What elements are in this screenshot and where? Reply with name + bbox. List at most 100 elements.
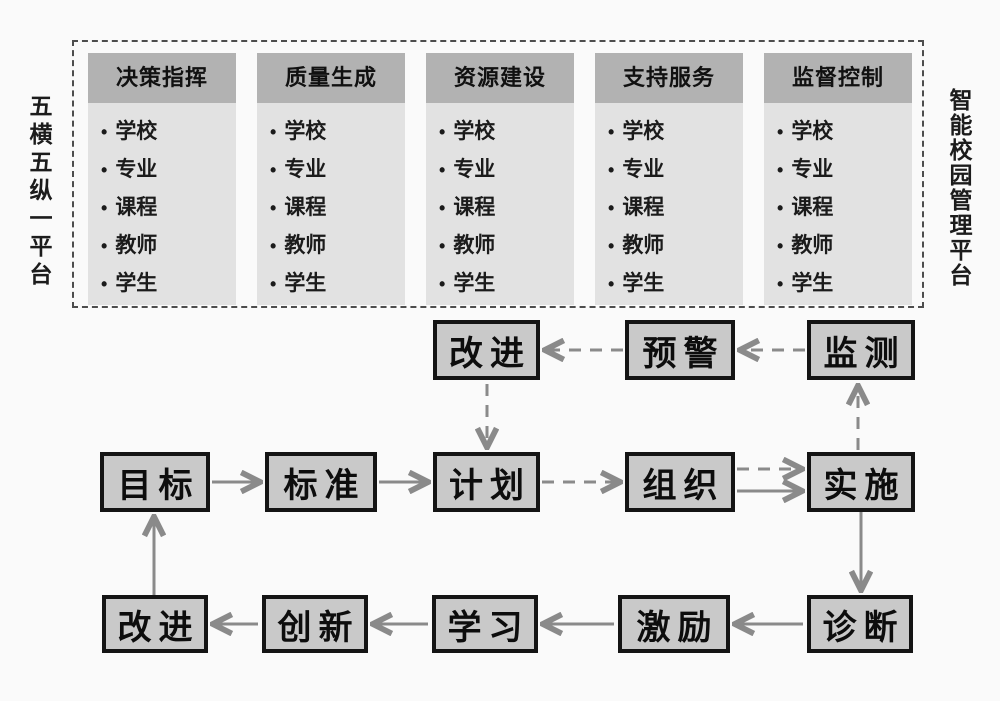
flow-box-organize: 组织 <box>625 452 735 512</box>
column-item-label: 学生 <box>284 272 327 295</box>
column-item: • 教师 <box>270 227 405 265</box>
column-item-label: 学生 <box>115 272 158 295</box>
column-item: • 学校 <box>777 113 912 151</box>
column-item-label: 专业 <box>453 158 496 181</box>
flow-box-implement: 实施 <box>807 452 915 512</box>
bullet-icon: • <box>101 236 108 256</box>
bullet-icon: • <box>439 236 446 256</box>
column-item-label: 教师 <box>622 234 665 257</box>
column-header: 支持服务 <box>595 53 743 103</box>
column-header: 监督控制 <box>764 53 912 103</box>
column-item: • 课程 <box>777 189 912 227</box>
flow-box-diagnose: 诊断 <box>807 595 913 653</box>
platform-column-quality: 质量生成 • 学校 • 专业 • 课程 • 教师 • 学生 <box>257 53 405 305</box>
column-item-label: 课程 <box>284 196 327 219</box>
right-platform-label: 智能校园管理平台 <box>946 88 972 288</box>
column-header: 决策指挥 <box>88 53 236 103</box>
bullet-icon: • <box>439 198 446 218</box>
column-item-list: • 学校 • 专业 • 课程 • 教师 • 学生 <box>426 103 574 305</box>
flow-box-motivate: 激励 <box>618 595 730 653</box>
column-item-list: • 学校 • 专业 • 课程 • 教师 •学生 <box>88 103 236 305</box>
flow-box-warning: 预警 <box>625 320 735 380</box>
column-item: • 教师 <box>608 227 743 265</box>
column-item-label: 专业 <box>115 158 158 181</box>
flow-box-standard: 标准 <box>265 452 377 512</box>
flow-box-monitor: 监测 <box>807 320 915 380</box>
left-platform-label: 五横五纵一平台 <box>26 94 52 290</box>
bullet-icon: • <box>608 236 615 256</box>
column-item: • 学生 <box>270 265 405 303</box>
bullet-icon: • <box>777 236 784 256</box>
column-item-label: 教师 <box>284 234 327 257</box>
bullet-icon: • <box>777 198 784 218</box>
column-item-list: •学校 •专业 •课程 •教师 •学生 <box>764 103 912 305</box>
column-item: • 学校 <box>439 113 574 151</box>
column-item: •教师 <box>777 227 912 265</box>
bullet-icon: • <box>270 198 277 218</box>
column-item: • 课程 <box>439 189 574 227</box>
column-item: •学生 <box>101 265 236 303</box>
column-item-label: 学校 <box>622 120 665 143</box>
bullet-icon: • <box>101 122 108 142</box>
column-item-label: 课程 <box>791 196 834 219</box>
column-item: • 学校 <box>270 113 405 151</box>
flow-box-goal: 目标 <box>100 452 210 512</box>
column-item: • 学生 <box>439 265 574 303</box>
column-item-label: 学生 <box>453 272 496 295</box>
column-item-label: 学生 <box>791 272 834 295</box>
column-item-label: 课程 <box>115 196 158 219</box>
flow-box-improve-top: 改进 <box>433 320 540 380</box>
column-item-label: 教师 <box>453 234 496 257</box>
column-item: • 专业 <box>608 151 743 189</box>
column-item-list: • 学校 • 专业 • 课程 • 教师 •学生 <box>595 103 743 305</box>
flow-box-improve-bottom: 改进 <box>102 595 208 653</box>
bullet-icon: • <box>270 274 277 294</box>
column-item: •专业 <box>777 151 912 189</box>
bullet-icon: • <box>777 274 784 294</box>
column-item: •学生 <box>608 265 743 303</box>
column-header: 质量生成 <box>257 53 405 103</box>
column-item-label: 教师 <box>115 234 158 257</box>
column-item: • 教师 <box>439 227 574 265</box>
column-item-label: 学校 <box>791 120 834 143</box>
column-item: • 专业 <box>101 151 236 189</box>
bullet-icon: • <box>777 122 784 142</box>
column-item: • 专业 <box>270 151 405 189</box>
bullet-icon: • <box>270 236 277 256</box>
column-header: 资源建设 <box>426 53 574 103</box>
column-item: • 学校 <box>608 113 743 151</box>
bullet-icon: • <box>439 122 446 142</box>
column-item-label: 学校 <box>115 120 158 143</box>
column-item: • 教师 <box>101 227 236 265</box>
bullet-icon: • <box>608 160 615 180</box>
bullet-icon: • <box>101 198 108 218</box>
flow-box-learn: 学习 <box>432 595 538 653</box>
flow-box-innovate: 创新 <box>262 595 368 653</box>
column-item-label: 学校 <box>453 120 496 143</box>
column-item: • 学生 <box>777 265 912 303</box>
column-item-label: 课程 <box>453 196 496 219</box>
platform-column-decision: 决策指挥 • 学校 • 专业 • 课程 • 教师 •学生 <box>88 53 236 305</box>
platform-column-supervision: 监督控制 •学校 •专业 •课程 •教师 •学生 <box>764 53 912 305</box>
column-item: • 专业 <box>439 151 574 189</box>
column-item-list: • 学校 • 专业 • 课程 • 教师 • 学生 <box>257 103 405 305</box>
column-item: • 课程 <box>270 189 405 227</box>
column-item-label: 学校 <box>284 120 327 143</box>
bullet-icon: • <box>608 122 615 142</box>
bullet-icon: • <box>439 274 446 294</box>
flow-box-plan: 计划 <box>433 452 540 512</box>
platform-column-support: 支持服务 • 学校 • 专业 • 课程 • 教师 •学生 <box>595 53 743 305</box>
column-item: • 课程 <box>101 189 236 227</box>
bullet-icon: • <box>439 160 446 180</box>
column-item-label: 专业 <box>284 158 327 181</box>
platform-container <box>72 40 924 308</box>
bullet-icon: • <box>101 160 108 180</box>
platform-column-resource: 资源建设 • 学校 • 专业 • 课程 • 教师 • 学生 <box>426 53 574 305</box>
column-item-label: 课程 <box>622 196 665 219</box>
bullet-icon: • <box>608 274 615 294</box>
bullet-icon: • <box>270 160 277 180</box>
column-item-label: 专业 <box>791 158 834 181</box>
column-item-label: 专业 <box>622 158 665 181</box>
bullet-icon: • <box>270 122 277 142</box>
